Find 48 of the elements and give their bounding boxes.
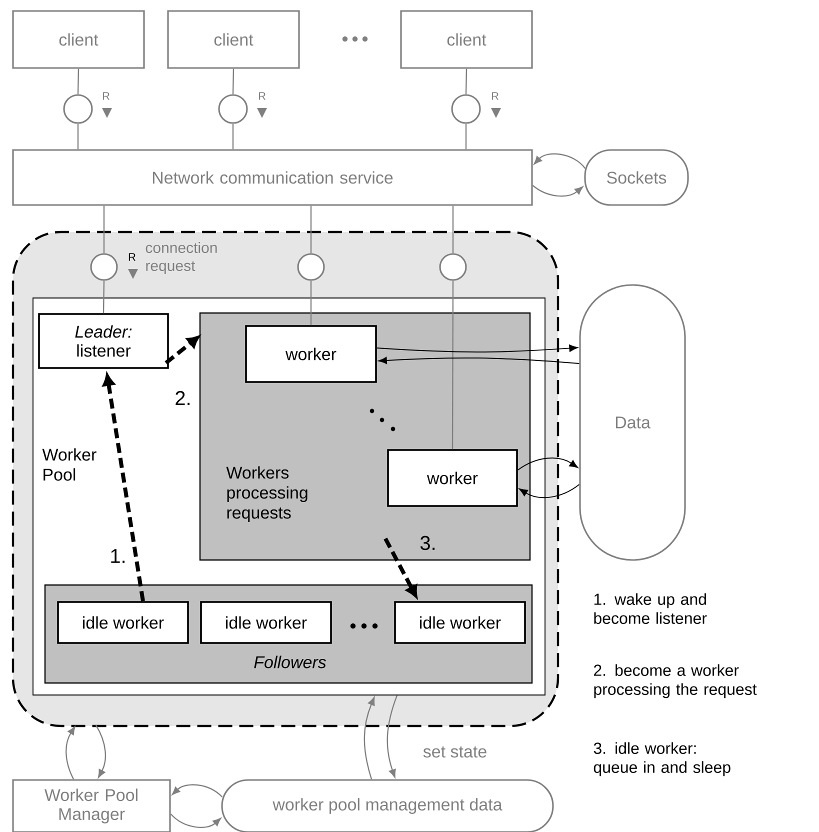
signal-name: R	[258, 92, 266, 100]
process-box: worker	[245, 325, 377, 383]
process-box: Network communication service	[12, 149, 533, 206]
interface-circle	[297, 253, 325, 281]
arrow	[164, 336, 200, 364]
arrow	[364, 697, 375, 780]
note-text: 1. wake up and become listener	[594, 593, 707, 624]
label-text: Worker Pool	[42, 448, 96, 481]
interface-circle	[439, 253, 467, 281]
arrow	[384, 538, 418, 598]
label-text: Followers	[254, 656, 326, 668]
interface-circle	[451, 94, 481, 124]
interface-circle	[90, 253, 118, 281]
arrow	[376, 344, 578, 352]
process-box: idle worker	[394, 601, 526, 644]
process-box: Worker Pool Manager	[12, 779, 171, 832]
label-text: Workers processing requests	[226, 466, 308, 522]
annotation-text: connection request	[146, 242, 217, 274]
interface-circle	[218, 94, 248, 124]
interface-circle	[63, 94, 93, 124]
arrow	[95, 724, 106, 778]
process-box: client	[400, 10, 533, 69]
data-store: worker pool management data	[221, 779, 554, 832]
process-box: idle worker	[57, 601, 189, 644]
arrow	[378, 356, 580, 364]
arrow	[386, 695, 398, 778]
arrow	[519, 484, 580, 498]
arrow	[532, 185, 584, 197]
signal-name: R	[102, 92, 110, 100]
process-box: client	[12, 10, 145, 69]
process-box: idle worker	[200, 601, 332, 644]
signal-name: R	[492, 92, 498, 100]
edge-label: 1.	[111, 549, 125, 563]
edge-label: set state	[423, 746, 486, 758]
note-text: 2. become a worker processing the request	[594, 664, 757, 698]
data-store: Data	[579, 284, 686, 561]
arrow	[66, 726, 76, 780]
data-store: Sockets	[584, 149, 689, 206]
edge-label: 2.	[176, 391, 190, 405]
signal-name: R	[128, 253, 136, 261]
arrow	[172, 784, 223, 798]
arrow	[170, 814, 222, 828]
edge-label: 3.	[420, 536, 435, 550]
process-box: client	[167, 10, 300, 69]
note-text: 3. idle worker: queue in and sleep	[594, 742, 730, 776]
arrow	[534, 153, 586, 169]
process-box: Leader: listener	[38, 313, 169, 369]
process-box: worker	[387, 449, 518, 507]
